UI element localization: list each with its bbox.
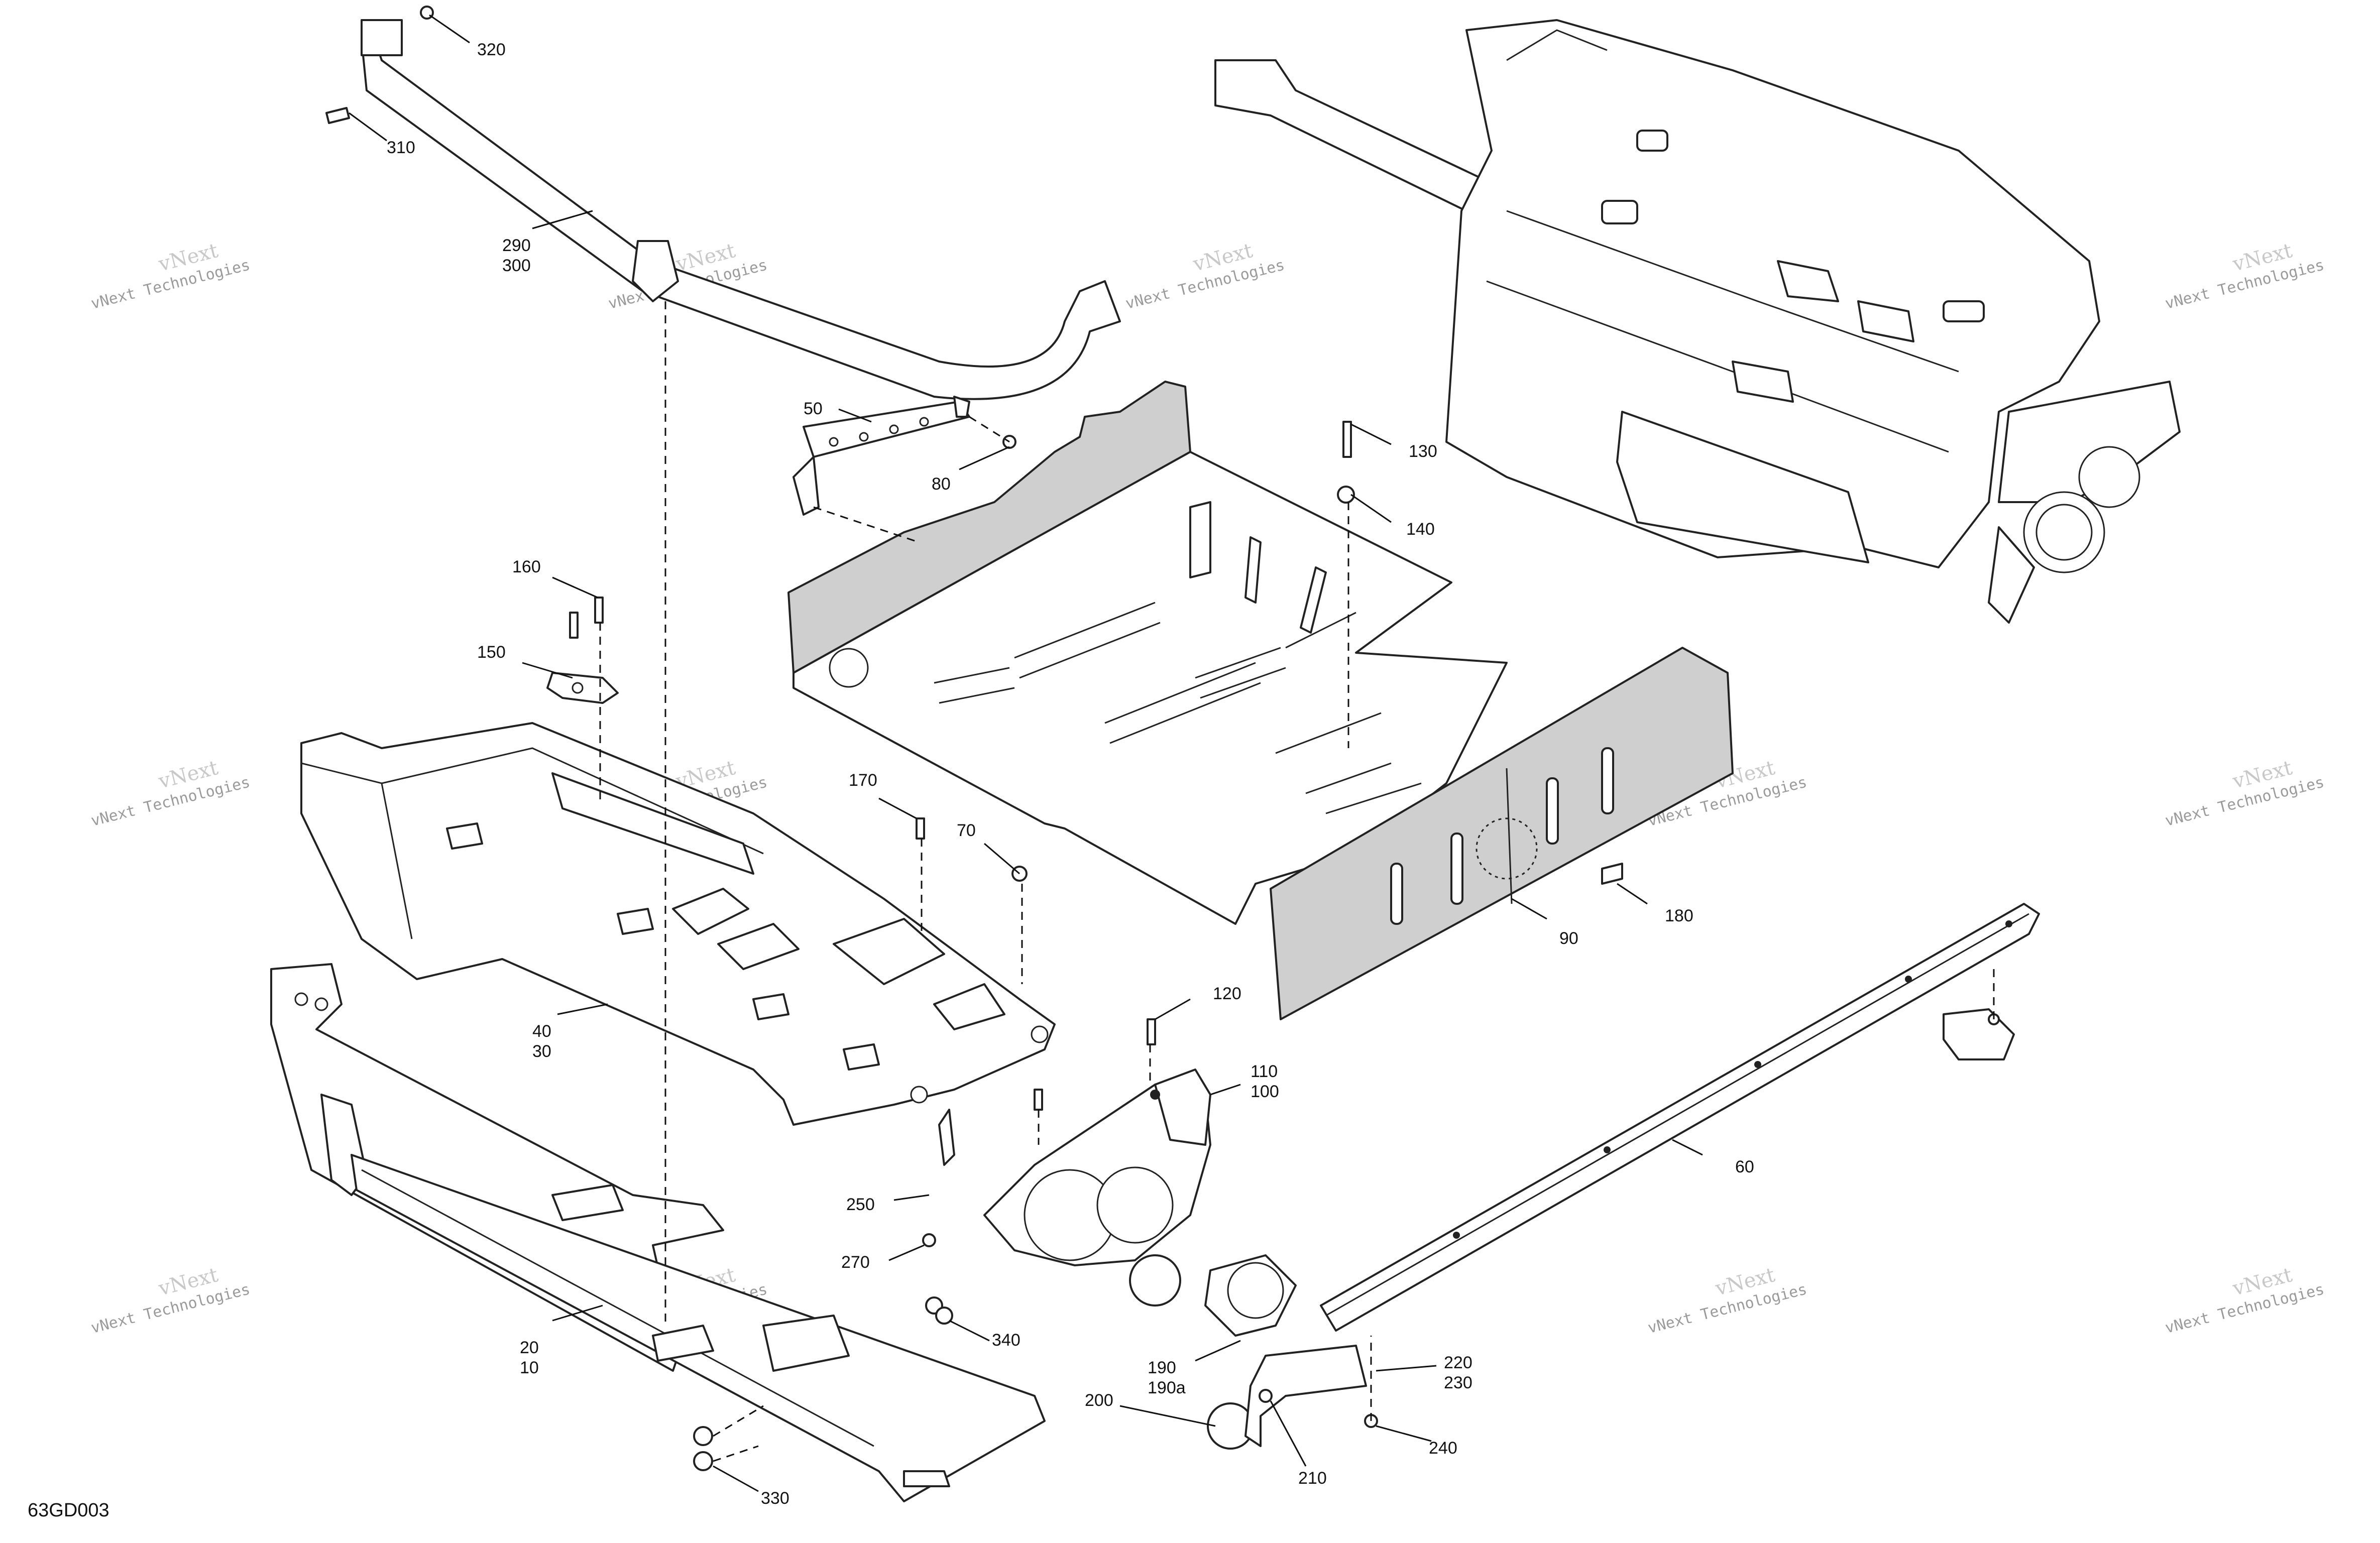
callout-300: 300 (502, 256, 531, 275)
callout-190a: 190a (1148, 1378, 1186, 1397)
rear-rack-assembly (1214, 19, 2181, 624)
callout-320: 320 (477, 40, 506, 59)
alignment-lines (599, 301, 1995, 1462)
callout-290: 290 (502, 236, 531, 255)
callout-240: 240 (1429, 1439, 1457, 1458)
callout-150: 150 (477, 643, 506, 662)
callout-50: 50 (804, 399, 823, 418)
callout-170: 170 (849, 771, 877, 790)
fasteners (325, 6, 2000, 1471)
callout-330: 330 (761, 1489, 789, 1508)
long-rail-60 (1320, 903, 2040, 1332)
callout-40: 40 (532, 1022, 551, 1041)
cap-200-upper (1129, 1254, 1181, 1307)
callout-190: 190 (1148, 1358, 1176, 1377)
callout-180: 180 (1665, 906, 1693, 925)
hitch-bracket-150 (546, 672, 619, 704)
callout-310: 310 (387, 138, 415, 157)
callout-70: 70 (957, 821, 976, 840)
callout-210: 210 (1298, 1469, 1327, 1488)
leader-lines (349, 14, 1703, 1492)
callout-100: 100 (1251, 1082, 1279, 1101)
seat-base (300, 722, 1056, 1126)
callout-30: 30 (532, 1042, 551, 1061)
bracket-220 (1244, 1345, 1367, 1447)
callout-80: 80 (932, 474, 951, 494)
callout-160: 160 (512, 557, 541, 576)
callout-130: 130 (1409, 442, 1437, 461)
upper-bumper-tube (361, 19, 1121, 400)
floor-pan (787, 381, 1508, 925)
callout-120: 120 (1213, 984, 1241, 1003)
callout-90: 90 (1559, 929, 1578, 948)
callout-270: 270 (841, 1253, 870, 1272)
rear-panel (1270, 647, 1734, 1020)
diagram-code: 63GD003 (28, 1500, 109, 1521)
callout-230: 230 (1444, 1373, 1472, 1392)
callout-60: 60 (1735, 1157, 1754, 1176)
callout-340: 340 (992, 1331, 1021, 1350)
bracket-50 (792, 396, 970, 516)
tailpipe-190 (1204, 1254, 1297, 1337)
callout-10: 10 (520, 1358, 539, 1377)
callout-labels: 320 310 290 300 50 80 130 140 160 150 17… (387, 40, 1754, 1508)
lower-frame (270, 963, 1046, 1502)
callout-20: 20 (520, 1338, 539, 1357)
callout-110: 110 (1251, 1062, 1278, 1081)
exhaust-box (983, 1069, 1211, 1266)
callout-220: 220 (1444, 1353, 1472, 1372)
rail-bracket-right (1943, 1008, 2015, 1060)
callout-200: 200 (1085, 1391, 1113, 1410)
callout-250: 250 (846, 1195, 875, 1214)
callout-140: 140 (1406, 520, 1435, 539)
